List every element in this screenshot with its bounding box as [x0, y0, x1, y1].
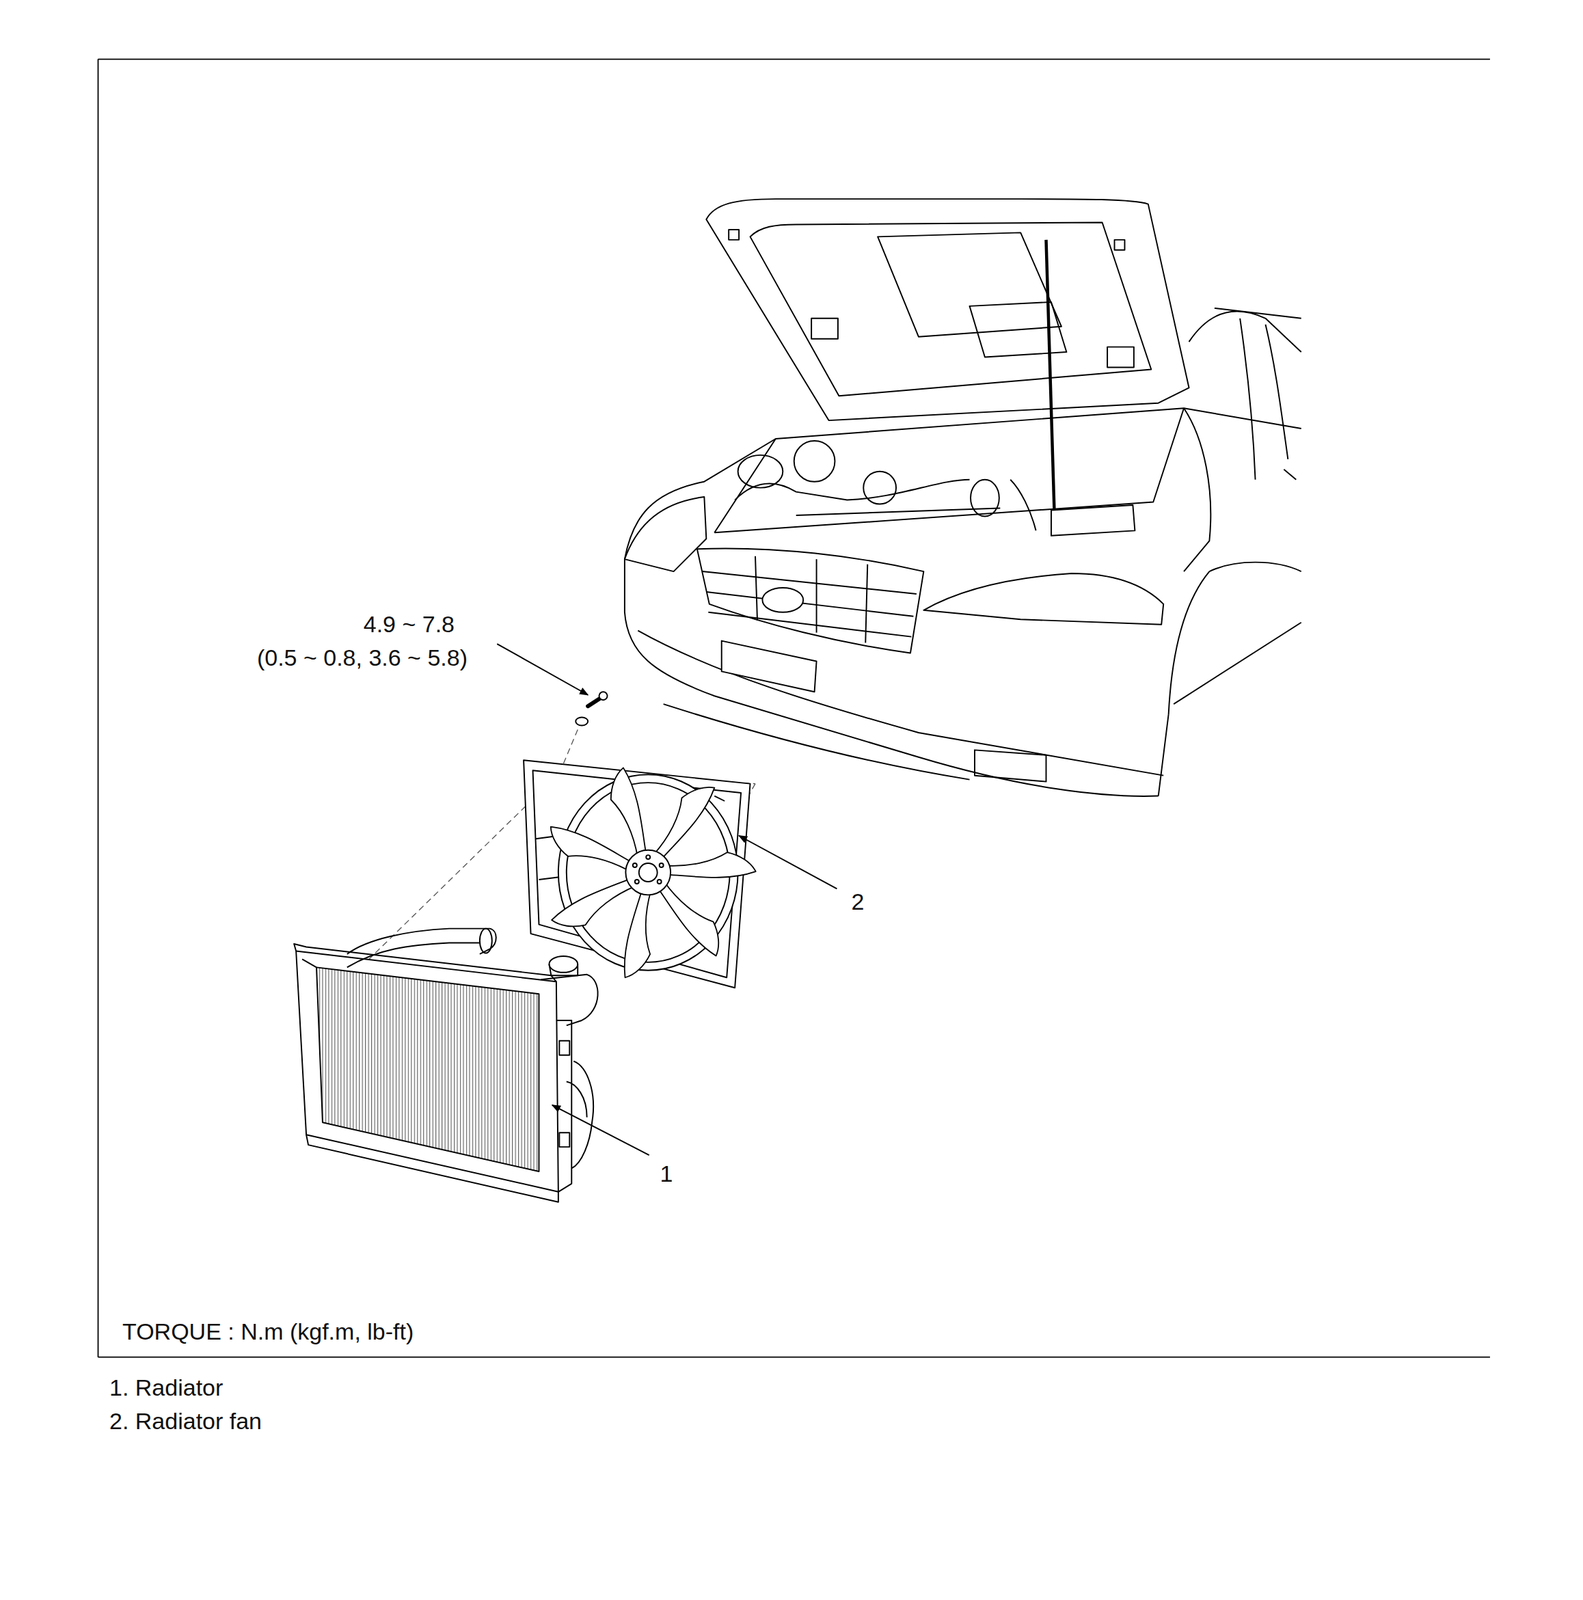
part-name-holder: 1. Radiator [109, 1374, 223, 1402]
unit-note: TORQUE : N.m (kgf.m, lb-ft) [122, 1318, 414, 1346]
callout-number-holder: 2 [851, 888, 865, 916]
callout-number: 1 [660, 1160, 674, 1188]
part-name: 2. Radiator fan [109, 1408, 262, 1435]
car-illustration [624, 198, 1302, 797]
part-name: 1. Radiator [109, 1374, 223, 1402]
callout-number-holder: 1 [660, 1160, 674, 1188]
torque-value-holder: 4.9 ~ 7.8 [363, 611, 455, 638]
torque-value: (0.5 ~ 0.8, 3.6 ~ 5.8) [256, 644, 468, 672]
torque-value-holder: (0.5 ~ 0.8, 3.6 ~ 5.8) [256, 644, 468, 672]
frame [98, 59, 1491, 1358]
bolt [575, 691, 607, 726]
callout-number: 2 [851, 888, 865, 916]
leader-arrow [496, 643, 837, 1156]
part-name-holder: 2. Radiator fan [109, 1408, 262, 1435]
unit-note-holder: TORQUE : N.m (kgf.m, lb-ft) [122, 1318, 414, 1346]
radiator [293, 928, 598, 1203]
radiator-fan [523, 760, 756, 988]
torque-value: 4.9 ~ 7.8 [363, 611, 455, 638]
